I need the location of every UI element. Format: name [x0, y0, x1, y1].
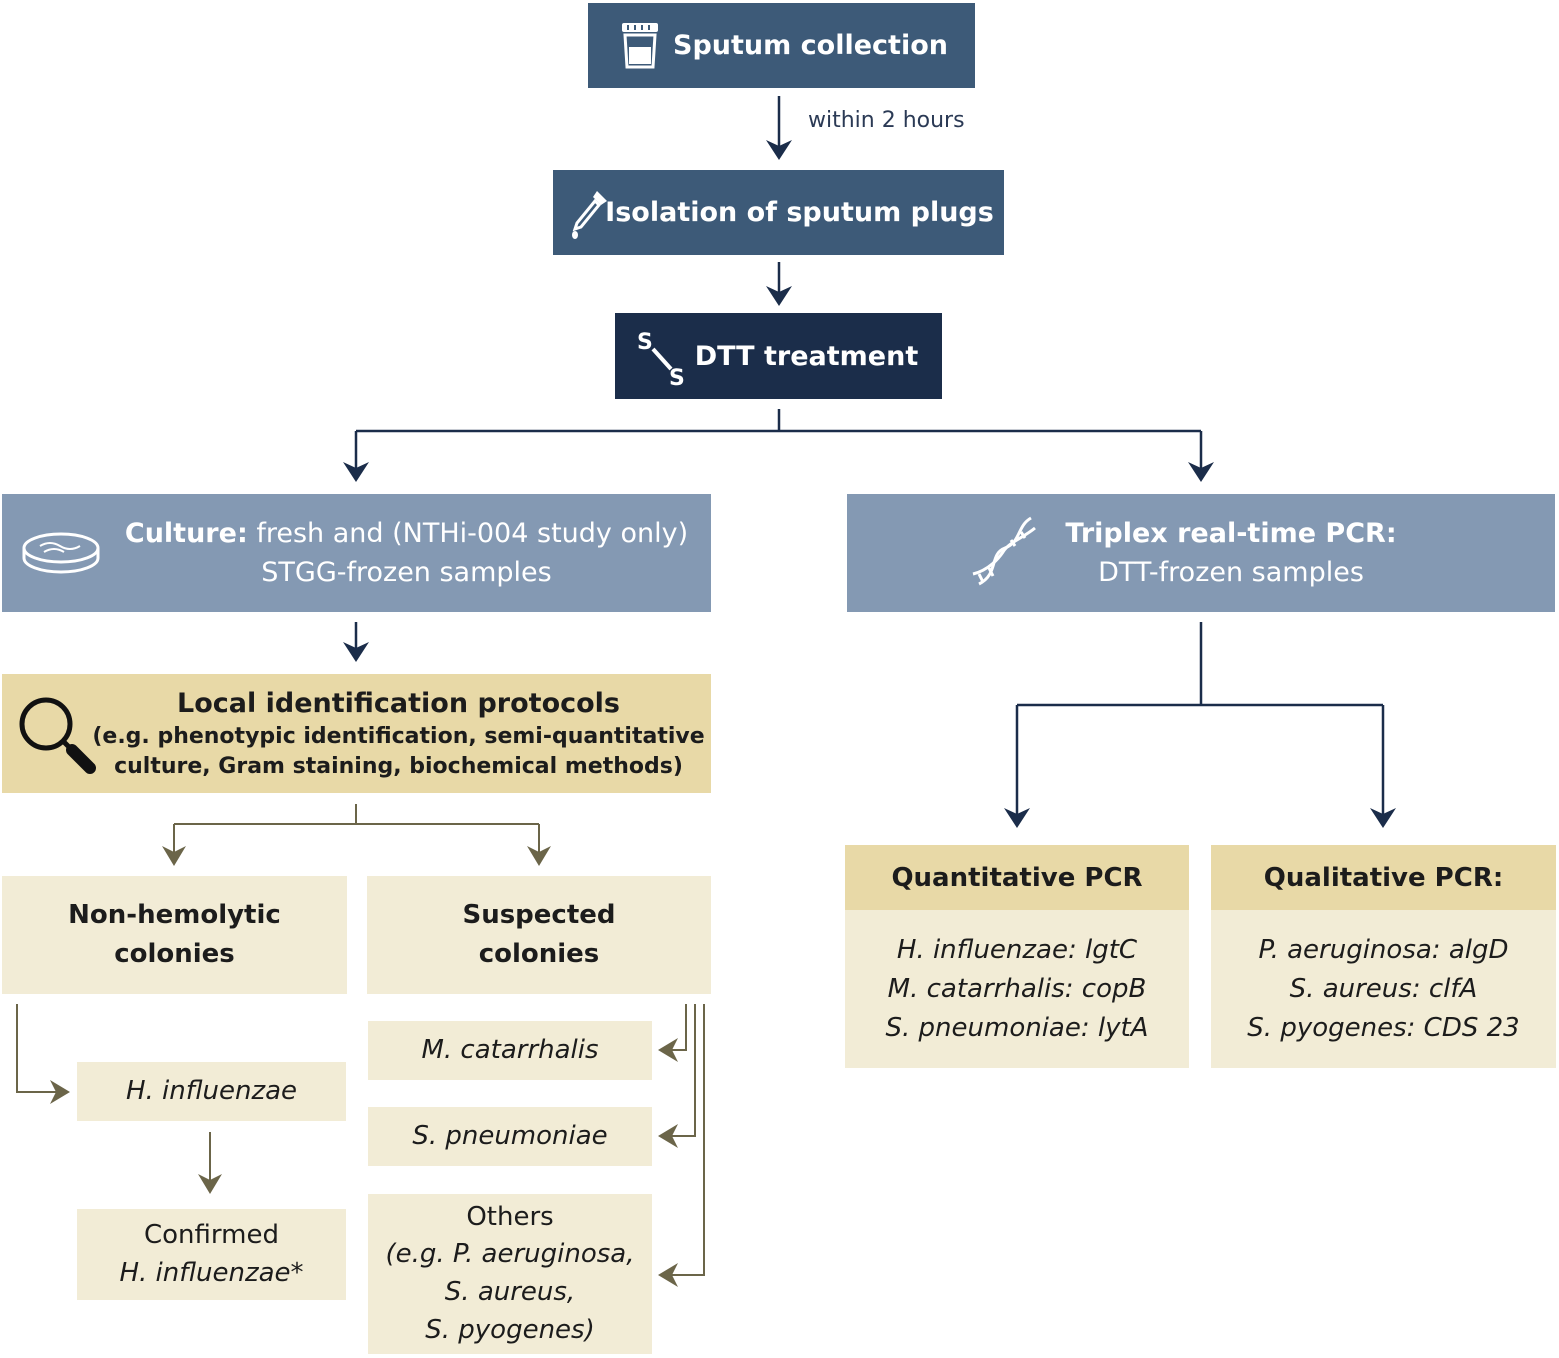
disulfide-icon: S S	[637, 330, 685, 387]
local-text: Local identification protocols (e.g. phe…	[92, 686, 704, 782]
culture-line1: fresh and (NTHi-004 study only)	[256, 517, 689, 549]
h-influenzae-label: H. influenzae	[125, 1076, 298, 1106]
pcr-title: Triplex real-time PCR:	[1065, 517, 1397, 549]
dtt-treatment-box: S S DTT treatment	[615, 313, 942, 399]
others-line1: Others	[466, 1201, 554, 1232]
others-text: Others (e.g. P. aeruginosa, S. aureus, S…	[385, 1199, 634, 1350]
pcr-line2: DTT-frozen samples	[1098, 557, 1364, 588]
non-hemolytic-text: Non-hemolytic colonies	[68, 896, 281, 974]
culture-line2: STGG-frozen samples	[261, 557, 552, 588]
pcr-box: Triplex real-time PCR: DTT-frozen sample…	[847, 494, 1555, 612]
non-hemolytic-box: Non-hemolytic colonies	[2, 876, 347, 994]
sample-cup-icon	[622, 23, 658, 69]
suspected-line2: colonies	[478, 939, 600, 969]
pcr-text: Triplex real-time PCR: DTT-frozen sample…	[1065, 514, 1396, 592]
dtt-treatment-label: DTT treatment	[694, 340, 919, 372]
qualitative-pcr-title: Qualitative PCR:	[1263, 862, 1504, 893]
quant-line2: M. catarrhalis: copB	[887, 973, 1147, 1004]
non-hemolytic-line1: Non-hemolytic	[68, 900, 281, 930]
h-influenzae-box: H. influenzae	[77, 1062, 346, 1121]
isolation-box: Isolation of sputum plugs	[553, 170, 1004, 255]
local-identification-box: Local identification protocols (e.g. phe…	[2, 674, 711, 793]
confirmed-line2: H. influenzae*	[119, 1257, 304, 1288]
confirmed-text: Confirmed H. influenzae*	[119, 1217, 303, 1292]
qualitative-pcr-header: Qualitative PCR:	[1211, 845, 1556, 910]
local-title: Local identification protocols	[176, 687, 620, 719]
quant-line1: H. influenzae: lgtC	[896, 934, 1138, 965]
dna-icon	[972, 516, 1036, 586]
quant-line3: S. pneumoniae: lytA	[885, 1012, 1149, 1043]
qualitative-pcr-body: P. aeruginosa: algD S. aureus: clfA S. p…	[1211, 910, 1556, 1068]
isolation-label: Isolation of sputum plugs	[605, 197, 994, 228]
qual-line1: P. aeruginosa: algD	[1258, 934, 1509, 965]
sputum-collection-label: Sputum collection	[673, 30, 948, 61]
s-pneumoniae-box: S. pneumoniae	[368, 1107, 652, 1166]
local-line2: culture, Gram staining, biochemical meth…	[114, 753, 683, 779]
suspected-box: Suspected colonies	[367, 876, 711, 994]
m-catarrhalis-box: M. catarrhalis	[368, 1021, 652, 1080]
confirmed-line1: Confirmed	[144, 1219, 279, 1250]
m-catarrhalis-label: M. catarrhalis	[421, 1035, 599, 1065]
qualitative-pcr-text: P. aeruginosa: algD S. aureus: clfA S. p…	[1247, 931, 1519, 1048]
s-pneumoniae-label: S. pneumoniae	[412, 1121, 608, 1151]
magnifier-icon	[19, 697, 96, 774]
local-line1: (e.g. phenotypic identification, semi-qu…	[92, 724, 705, 750]
petri-dish-icon	[22, 532, 100, 574]
quantitative-pcr-title: Quantitative PCR	[891, 862, 1143, 893]
quantitative-pcr-body: H. influenzae: lgtC M. catarrhalis: copB…	[845, 910, 1189, 1068]
svg-text:S: S	[669, 366, 685, 387]
non-hemolytic-line2: colonies	[114, 939, 235, 969]
pipette-icon	[572, 191, 607, 239]
others-line2: (e.g. P. aeruginosa,	[385, 1239, 635, 1270]
confirmed-box: Confirmed H. influenzae*	[77, 1209, 346, 1300]
suspected-line1: Suspected	[462, 900, 616, 930]
quantitative-pcr-header: Quantitative PCR	[845, 845, 1189, 910]
culture-title: Culture:	[124, 517, 248, 549]
suspected-text: Suspected colonies	[462, 896, 615, 974]
others-line4: S. pyogenes)	[425, 1314, 595, 1345]
culture-box: Culture: fresh and (NTHi-004 study only)…	[2, 494, 711, 612]
within-2-hours-label: within 2 hours	[808, 108, 965, 133]
quantitative-pcr-text: H. influenzae: lgtC M. catarrhalis: copB…	[886, 931, 1149, 1048]
culture-text: Culture: fresh and (NTHi-004 study only)…	[125, 514, 688, 592]
qual-line3: S. pyogenes: CDS 23	[1247, 1012, 1520, 1043]
qual-line2: S. aureus: clfA	[1289, 973, 1478, 1004]
others-line3: S. aureus,	[444, 1277, 576, 1307]
others-box: Others (e.g. P. aeruginosa, S. aureus, S…	[368, 1194, 652, 1354]
sputum-collection-box: Sputum collection	[588, 3, 975, 88]
svg-text:S: S	[637, 330, 653, 355]
